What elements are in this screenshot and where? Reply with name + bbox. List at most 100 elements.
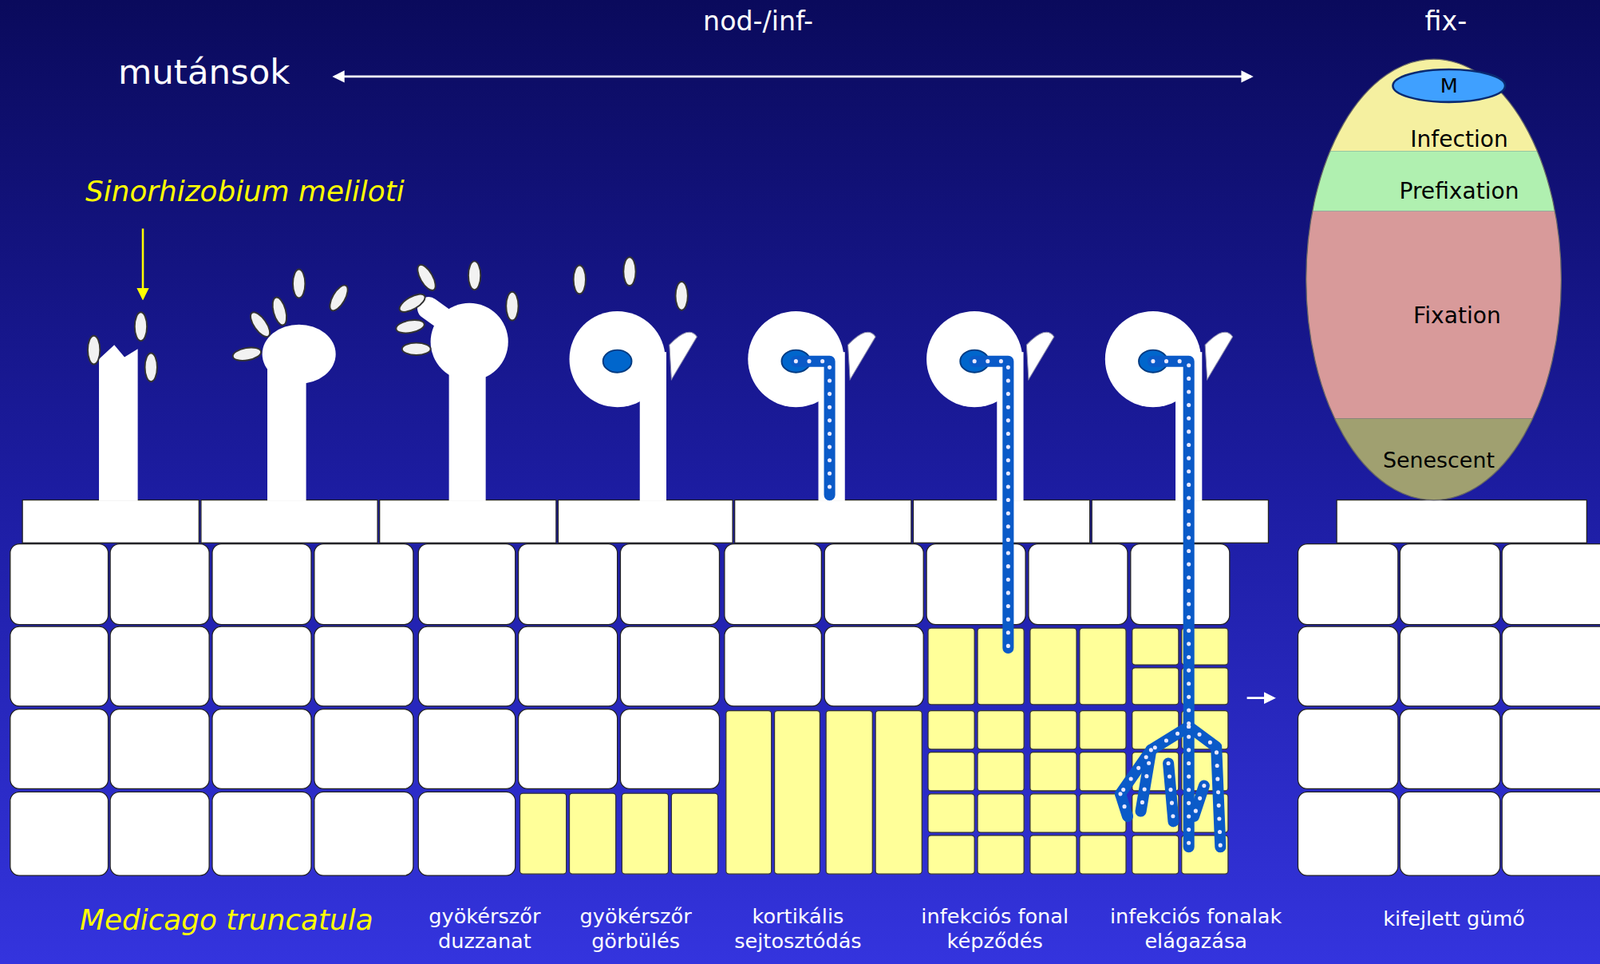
dividing-cell [928, 711, 975, 750]
thread-bacteria [1120, 794, 1128, 817]
cortex-cell [110, 544, 210, 625]
heading-label: mutánsok [118, 50, 291, 92]
nodule-zone-band [1295, 211, 1582, 419]
cortex-cell [314, 544, 414, 625]
heading-label: fix- [1425, 6, 1468, 39]
thread-bacteria [1153, 361, 1190, 848]
epidermis-cell [201, 500, 378, 544]
thread-bacteria [1120, 726, 1190, 794]
cortex-cell [1298, 791, 1399, 876]
cortex-cell [212, 626, 312, 707]
dividing-cell [1030, 794, 1077, 833]
bacterium [231, 345, 262, 363]
cortex-cell [518, 626, 618, 707]
cortex-cells [10, 544, 1600, 877]
dividing-cell [977, 752, 1024, 791]
nodule-zone-box: Fixation [1406, 301, 1507, 331]
cortex-cell [1501, 626, 1600, 707]
bacterium [395, 318, 426, 336]
hair-flap [848, 331, 877, 380]
bacterium [247, 309, 274, 340]
nodule-zone-band [1295, 150, 1582, 211]
dividing-cell [774, 711, 821, 875]
cortex-cell [314, 626, 414, 707]
mutant-range-arrow [334, 75, 1251, 79]
bacterium [396, 290, 428, 316]
dividing-cell [1132, 835, 1179, 874]
cortex-cell [518, 544, 618, 625]
infection-threads [795, 361, 1221, 848]
cortex-cell [1028, 544, 1128, 625]
cortex-cell [724, 626, 822, 707]
dividing-cell [875, 711, 922, 875]
cortex-cell [824, 544, 924, 625]
cortex-cell [1501, 544, 1600, 625]
dividing-cell [928, 628, 975, 705]
epidermis-cell [1336, 500, 1587, 544]
bacterium [292, 269, 305, 299]
stage-label: infekciós fonal képződés [892, 904, 1098, 953]
bacteria [87, 256, 688, 382]
dividing-cell [977, 835, 1024, 874]
dividing-cell [1030, 711, 1077, 750]
bacterium [414, 261, 439, 293]
bacterium [505, 292, 518, 321]
dividing-cell [1079, 752, 1126, 791]
infection-thread [1141, 750, 1152, 812]
bacterium [134, 312, 147, 341]
cortex-cell [1501, 791, 1600, 876]
nodule-zone-band [1295, 418, 1582, 510]
cortex-cell [1130, 544, 1230, 625]
dividing-cell [1030, 628, 1077, 705]
cortex-cell [212, 709, 312, 790]
stage-label: kifejlett gümő [1382, 905, 1525, 931]
dividing-cell [977, 711, 1024, 750]
cortex-cell [10, 709, 109, 790]
cortex-cell [724, 544, 822, 625]
curled-hair [569, 311, 666, 407]
epidermis-cell [734, 500, 912, 544]
bacterium [675, 281, 688, 311]
cortex-cell [314, 709, 414, 790]
infection-thread [1120, 794, 1128, 817]
dividing-cells [519, 628, 1228, 874]
nodule-outline [1306, 59, 1562, 500]
root-hair [98, 344, 139, 502]
root-hair-tip [428, 308, 455, 327]
dividing-cell [569, 793, 617, 874]
cortex-cell [1298, 544, 1399, 625]
dividing-cell [977, 794, 1024, 833]
cortex-cell [620, 544, 720, 625]
cortex-cell [418, 626, 515, 707]
cortex-cell [418, 544, 515, 625]
cortex-cell [1399, 709, 1500, 790]
bacteria-pointer-arrow [142, 228, 145, 298]
bacterium [402, 343, 431, 356]
heading-label: Medicago truncatula [79, 903, 374, 938]
cortex-cell [418, 709, 515, 790]
bacterium [573, 264, 586, 294]
zone-name: Senescent [1382, 448, 1495, 475]
dividing-cell [928, 752, 975, 791]
dividing-cell [977, 628, 1024, 705]
cortex-cell [620, 709, 720, 790]
epidermis [22, 500, 1587, 544]
cortex-cell [518, 709, 618, 790]
cortex-cell [1399, 626, 1500, 707]
stage-arrow [1247, 696, 1274, 700]
cortex-cell [212, 544, 312, 625]
bacterium [145, 352, 158, 382]
cortex-cell [620, 626, 720, 707]
infection-thread [1168, 762, 1174, 822]
cortex-cell [1399, 791, 1500, 876]
meristem-zone-box: M [1434, 72, 1464, 99]
dividing-cell [1132, 628, 1179, 665]
dividing-cell [1079, 628, 1126, 705]
epidermis-cell [1091, 500, 1269, 544]
stage-label: gyökérszőr görbülés [564, 904, 708, 953]
dividing-cell [1030, 752, 1077, 791]
cortex-cell [110, 626, 210, 707]
infection-thread [795, 361, 830, 496]
zone-name: Prefixation [1398, 178, 1519, 206]
